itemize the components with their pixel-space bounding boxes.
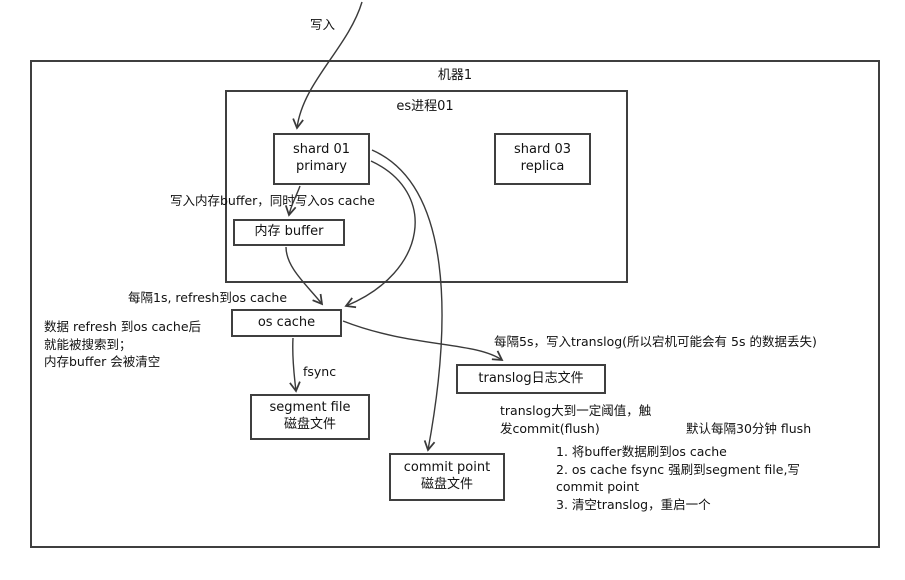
segment-file-node: segment file 磁盘文件 [250,394,370,440]
note-translog-interval: 每隔5s，写入translog(所以宕机可能会有 5s 的数据丢失) [494,334,817,349]
note-commit-threshold: translog大到一定阈值，触 发commit(flush) [500,403,652,436]
note-refresh: 每隔1s, refresh到os cache [128,290,288,305]
note-fsync: fsync [303,364,337,379]
machine-box [30,60,880,548]
note-flush-steps: 1. 将buffer数据刷到os cache 2. os cache fsync… [556,444,800,512]
note-write: 写入 [310,17,336,32]
shard01-primary-node: shard 01 primary [273,133,370,185]
note-flush-interval: 默认每隔30分钟 flush [686,421,812,436]
memory-buffer-node: 内存 buffer [233,219,345,246]
machine-box-label: 机器1 [437,68,473,83]
es-process-box-label: es进程01 [396,99,454,114]
translog-node: translog日志文件 [456,364,606,394]
es-process-box [225,90,628,283]
note-write-buffer: 写入内存buffer，同时写入os cache [170,193,375,208]
note-search-visible: 数据 refresh 到os cache后 就能被搜索到； 内存buffer 会… [44,319,202,369]
os-cache-node: os cache [231,309,342,337]
shard03-replica-node: shard 03 replica [494,133,591,185]
commit-point-node: commit point 磁盘文件 [389,453,505,501]
